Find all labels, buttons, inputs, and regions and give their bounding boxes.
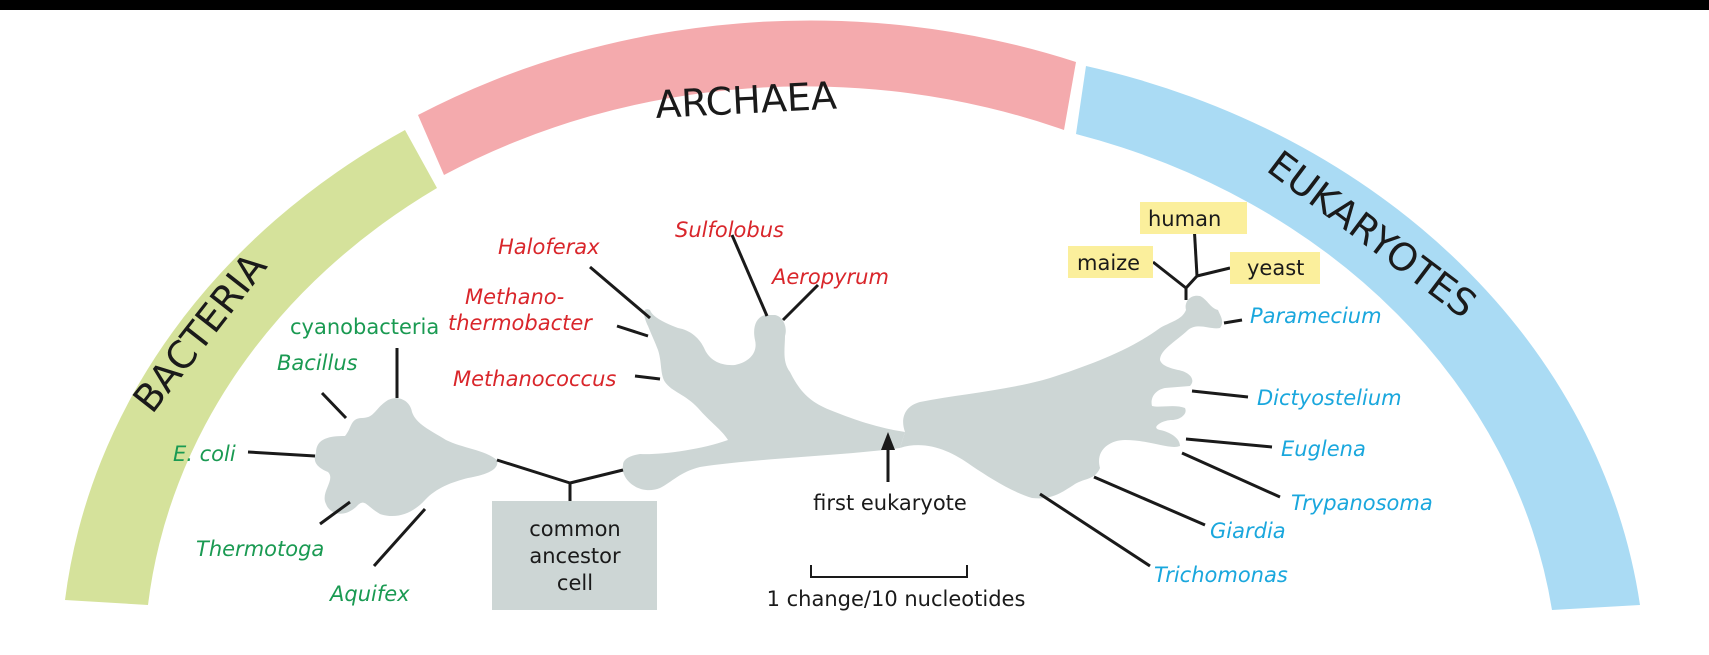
ancestor-line2: ancestor bbox=[529, 544, 621, 568]
label-giardia: Giardia bbox=[1210, 519, 1286, 543]
ancestor-line3: cell bbox=[557, 571, 593, 595]
label-trypanosoma: Trypanosoma bbox=[1291, 491, 1433, 515]
label-cyanobacteria: cyanobacteria bbox=[290, 315, 439, 339]
first-eukaryote-label: first eukaryote bbox=[813, 491, 967, 515]
bacteria-band bbox=[65, 130, 437, 605]
scale-bar-label: 1 change/10 nucleotides bbox=[767, 587, 1026, 611]
label-methano-line1: Methano- bbox=[465, 285, 564, 309]
label-thermotoga: Thermotoga bbox=[196, 537, 324, 561]
archaea-label: ARCHAEA bbox=[654, 74, 838, 127]
label-human: human bbox=[1148, 207, 1221, 231]
diagram-svg: BACTERIA ARCHAEA EUKARYOTES bbox=[0, 10, 1709, 655]
eukaryotes-label: EUKARYOTES bbox=[1260, 142, 1485, 327]
label-methano-line2: thermobacter bbox=[448, 311, 593, 335]
archaea-blob bbox=[623, 309, 905, 490]
label-dictyostelium: Dictyostelium bbox=[1257, 386, 1402, 410]
label-haloferax: Haloferax bbox=[498, 235, 600, 259]
scale-bar bbox=[811, 565, 967, 577]
label-ecoli: E. coli bbox=[173, 442, 236, 466]
label-aquifex: Aquifex bbox=[328, 582, 410, 606]
label-bacillus: Bacillus bbox=[277, 351, 358, 375]
tree-of-life-diagram: BACTERIA ARCHAEA EUKARYOTES bbox=[0, 10, 1709, 655]
label-methanococcus: Methanococcus bbox=[453, 367, 616, 391]
label-trichomonas: Trichomonas bbox=[1154, 563, 1288, 587]
ancestor-line1: common bbox=[529, 517, 620, 541]
label-sulfolobus: Sulfolobus bbox=[675, 218, 784, 242]
root-branch bbox=[497, 460, 623, 502]
label-yeast: yeast bbox=[1247, 256, 1304, 280]
label-euglena: Euglena bbox=[1281, 437, 1366, 461]
label-aeropyrum: Aeropyrum bbox=[770, 265, 889, 289]
label-paramecium: Paramecium bbox=[1250, 304, 1382, 328]
eukaryotes-blob bbox=[900, 296, 1222, 499]
label-maize: maize bbox=[1077, 251, 1140, 275]
